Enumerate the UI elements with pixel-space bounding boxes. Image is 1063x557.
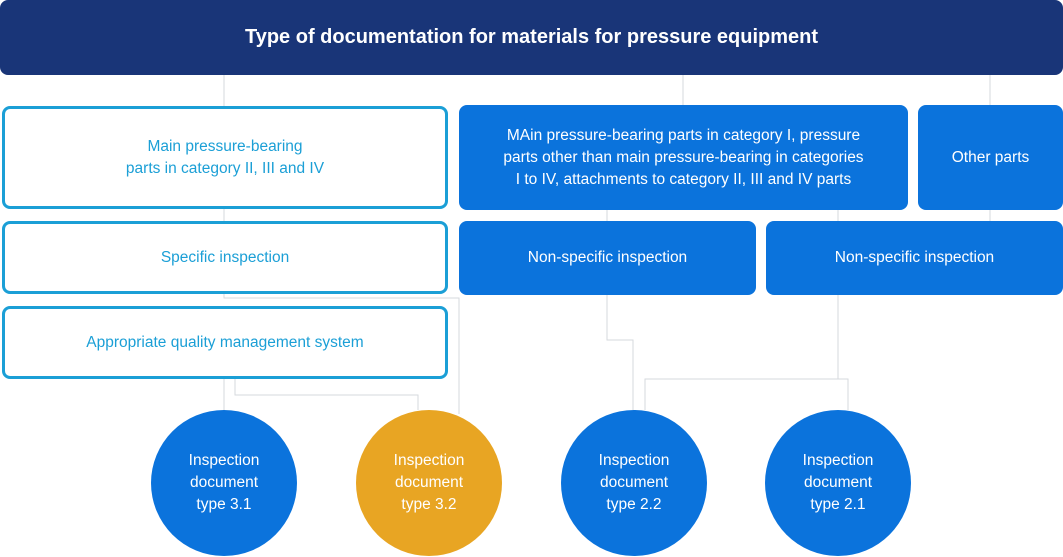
circle-inspection-document-2-2: Inspection document type 2.2	[561, 410, 707, 556]
circle-inspection-document-2-1: Inspection document type 2.1	[765, 410, 911, 556]
circle-inspection-document-3-1-label: Inspection document type 3.1	[188, 452, 260, 513]
box-non-specific-inspection-2: Non-specific inspection	[766, 221, 1063, 295]
page-title: Type of documentation for materials for …	[0, 0, 1063, 75]
box-specific-inspection: Specific inspection	[2, 221, 448, 294]
box-quality-management-system: Appropriate quality management system	[2, 306, 448, 379]
box-main-pressure-parts-cat-2-4-label: Main pressure-bearing parts in category …	[125, 137, 325, 177]
circle-inspection-document-2-2-label: Inspection document type 2.2	[598, 452, 670, 513]
circle-inspection-document-3-2: Inspection document type 3.2	[356, 410, 502, 556]
connector-nonspecific-to-2-2	[606, 294, 634, 410]
circle-inspection-document-3-2-label: Inspection document type 3.2	[393, 452, 465, 513]
box-non-specific-inspection-2-label: Non-specific inspection	[834, 249, 995, 266]
box-other-parts: Other parts	[918, 105, 1063, 210]
box-quality-management-system-label: Appropriate quality management system	[86, 333, 364, 351]
box-cat-1-and-other-pressure-parts: MAin pressure-bearing parts in category …	[459, 105, 908, 210]
connector-nonspecific-to-2-1	[837, 294, 849, 410]
circle-inspection-document-2-1-label: Inspection document type 2.1	[802, 452, 874, 513]
box-cat-1-and-other-pressure-parts-label: MAin pressure-bearing parts in category …	[503, 126, 864, 188]
box-main-pressure-parts-cat-2-4: Main pressure-bearing parts in category …	[2, 106, 448, 209]
circle-inspection-document-3-1: Inspection document type 3.1	[151, 410, 297, 556]
box-specific-inspection-label: Specific inspection	[160, 248, 290, 266]
box-other-parts-label: Other parts	[951, 148, 1030, 166]
connector-specific-to-3-2	[223, 294, 460, 414]
box-non-specific-inspection-1-label: Non-specific inspection	[527, 249, 688, 266]
connector-qms-to-3-2	[234, 378, 419, 410]
page-title-text: Type of documentation for materials for …	[244, 26, 819, 48]
box-non-specific-inspection-1: Non-specific inspection	[459, 221, 756, 295]
connector-branch-2-2-2-1	[644, 378, 838, 410]
